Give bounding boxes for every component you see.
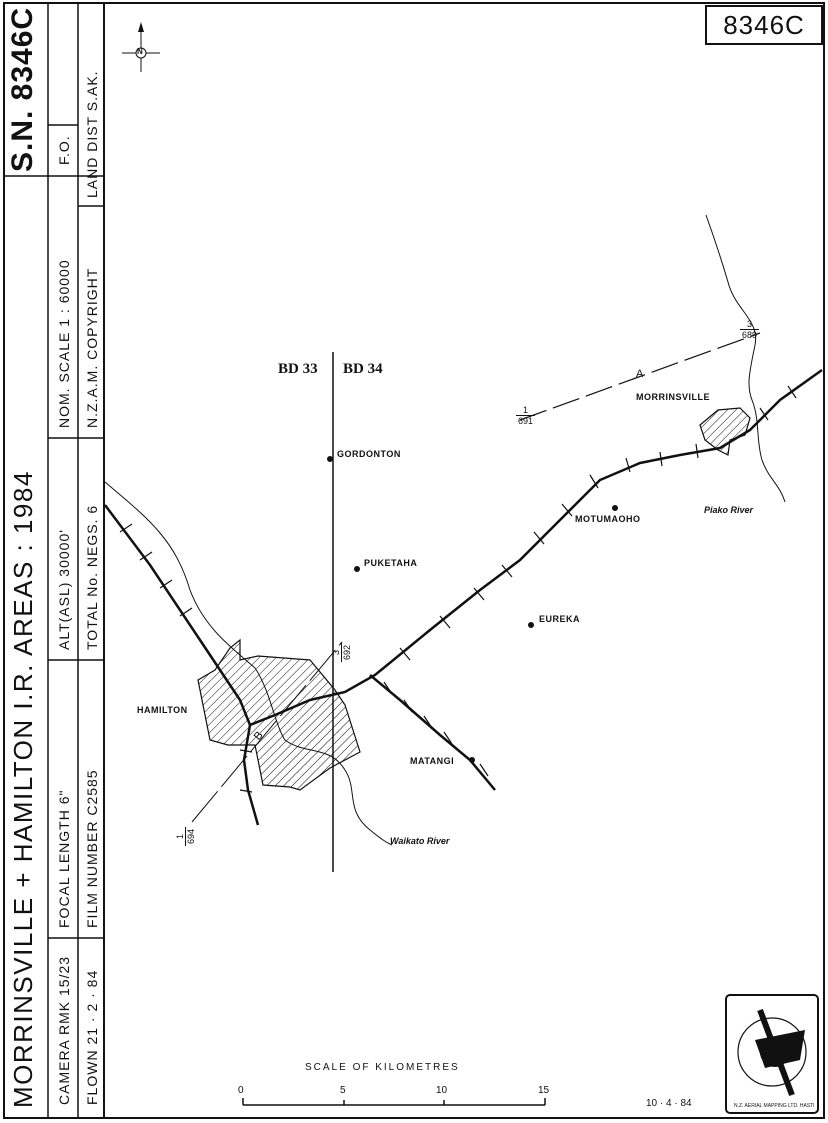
copyright-info: N.Z.A.M. COPYRIGHT [84,267,100,428]
flight-line-a-end-neg: 689 [742,330,758,340]
railway-ticks [119,385,797,793]
label-motumaoho: MOTUMAOHO [575,514,641,524]
puketaha-marker [354,566,360,572]
sheet-number: 8346C [705,5,823,45]
print-date: 10 · 4 · 84 [646,1098,692,1109]
flight-line-a-start: 1 691 [516,405,536,426]
motumaoho-marker [612,505,618,511]
camera-info: CAMERA RMK 15/23 [56,955,72,1105]
railway-main-line [104,368,823,727]
map-title: MORRINSVILLE + HAMILTON I.R. AREAS : 198… [8,470,38,1108]
flight-line-b-end-neg: 692 [342,644,353,661]
flight-line-b [191,641,343,823]
railway-east-branch [369,674,496,791]
flight-line-a-end-run: 3 [740,319,760,330]
north-arrow-icon [122,22,160,72]
altitude-info: ALT(ASL) 30000' [56,529,72,650]
flight-line-a-start-neg: 691 [518,416,534,426]
sortie-number: S.N. 8346C [6,6,39,172]
flight-line-b-start-run: 1 [175,826,187,847]
flight-line-b-end: 3 692 [331,642,353,663]
nz-aerial-mapping-logo [725,994,819,1114]
label-matangi: MATANGI [410,756,455,766]
waikato-river [104,481,393,846]
fo-info: F.O. [56,135,72,165]
strip-label-right: BD 34 [343,361,383,377]
scale-tick-15: 15 [538,1085,550,1096]
eureka-marker [528,622,534,628]
flight-line-b-start: 1 694 [175,826,197,847]
flight-line-a-end: 3 689 [740,319,760,340]
label-gordonton: GORDONTON [337,449,401,459]
flight-line-b-start-neg: 694 [186,828,197,845]
flight-line-a-start-run: 1 [516,405,536,416]
hamilton-urban-area [197,638,361,791]
scale-bar-line [242,1098,546,1106]
land-district-info: LAND DIST S.AK. [84,70,100,198]
outer-frame [3,2,825,1119]
label-morrinsville: MORRINSVILLE [636,392,711,402]
label-puketaha: PUKETAHA [364,558,418,568]
morrinsville-urban-area [699,407,751,456]
flight-line-a [519,332,761,421]
railway-south-branch [242,724,260,826]
scale-tick-0: 0 [238,1085,244,1096]
flight-line-b-end-run: 3 [331,642,343,663]
gordonton-marker [327,456,333,462]
focal-length-info: FOCAL LENGTH 6" [56,789,72,928]
label-eureka: EUREKA [539,614,581,624]
flight-line-a-label: A [636,368,644,380]
label-piako-river: Piako River [704,505,754,515]
scale-bar-title: SCALE OF KILOMETRES [305,1062,460,1073]
matangi-marker [469,757,475,763]
total-negatives-info: TOTAL No. NEGS. 6 [84,504,100,650]
flown-date-info: FLOWN 21 · 2 · 84 [84,969,100,1105]
logo-text: N.Z. AERIAL MAPPING LTD. HASTINGS [734,1103,814,1109]
scale-tick-10: 10 [436,1085,448,1096]
label-waikato-river: Waikato River [390,836,450,846]
strip-label-left: BD 33 [278,361,318,377]
scale-tick-5: 5 [340,1085,346,1096]
film-number-info: FILM NUMBER C2585 [84,769,100,928]
label-hamilton: HAMILTON [137,705,188,715]
nominal-scale-info: NOM. SCALE 1 : 60000 [56,259,72,428]
north-label: N [137,47,143,56]
piako-river [705,214,786,503]
